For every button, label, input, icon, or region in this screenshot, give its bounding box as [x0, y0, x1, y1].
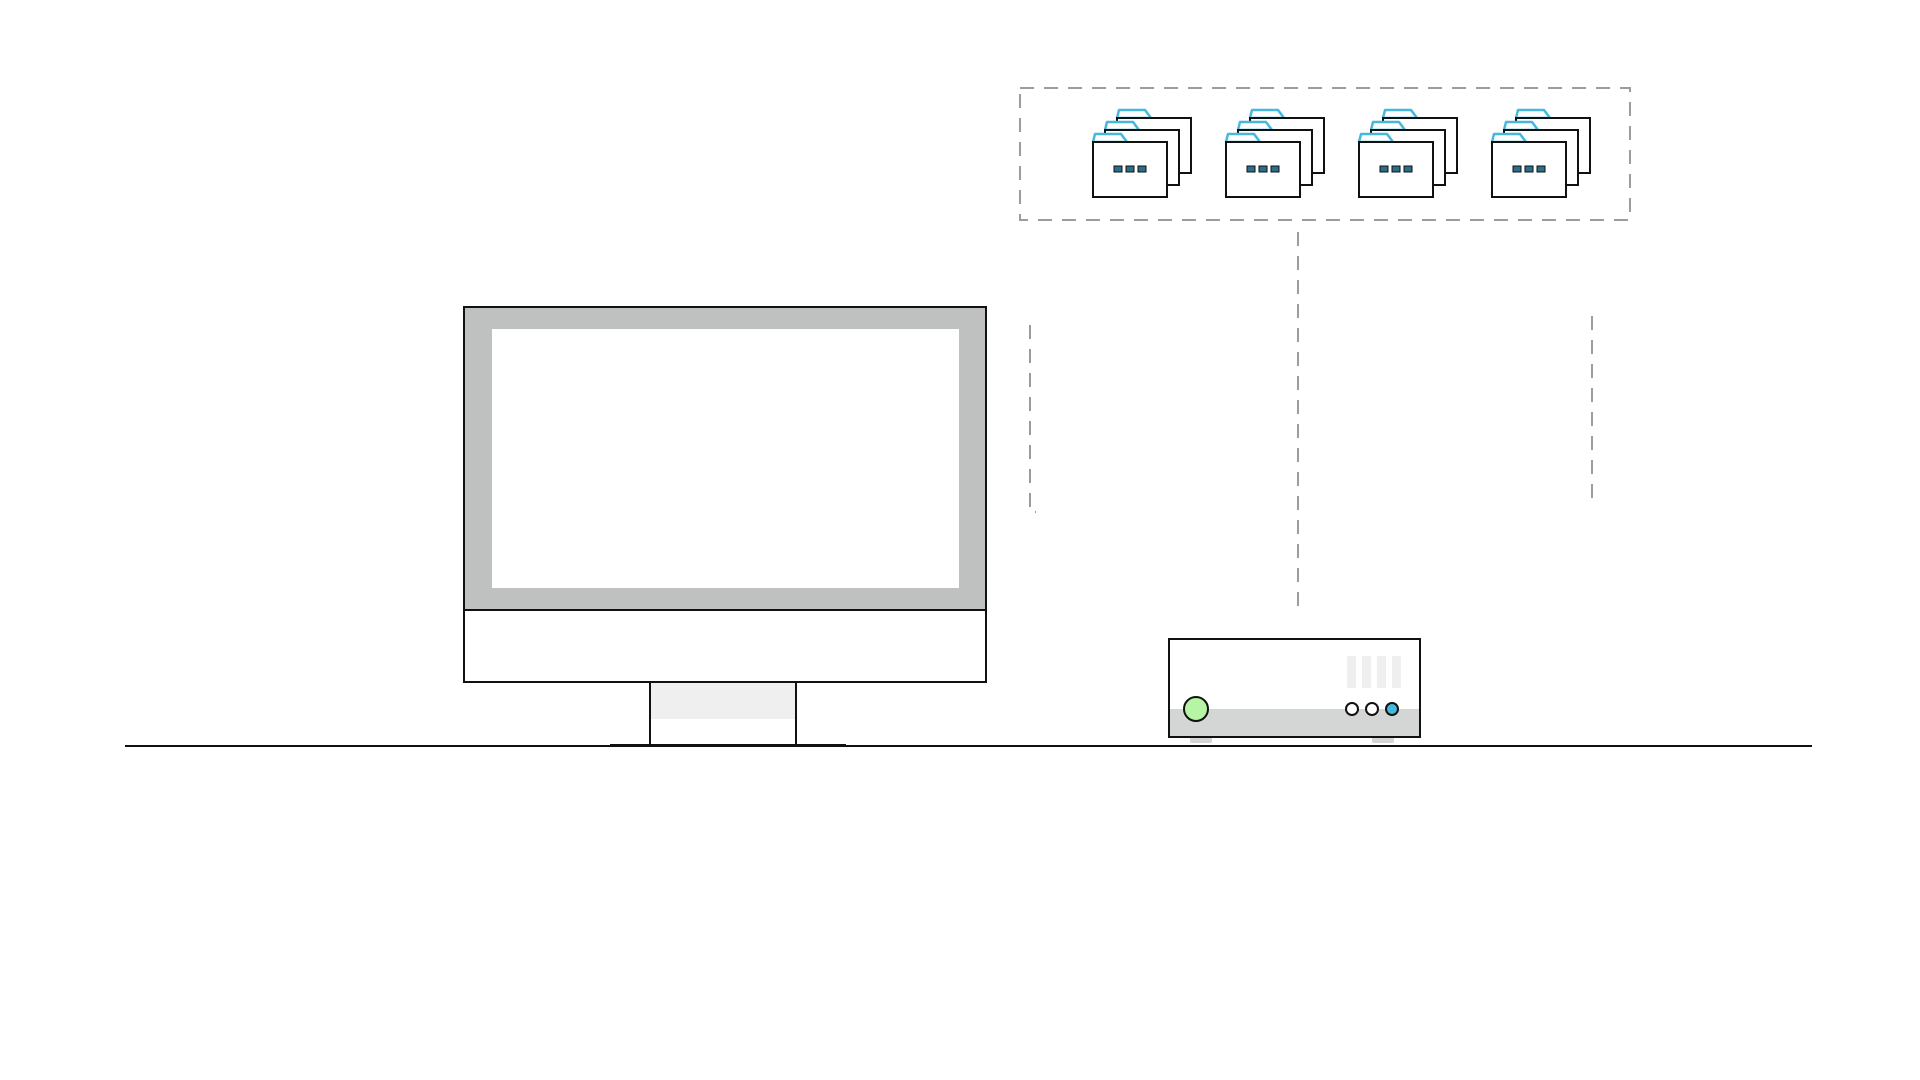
- folder-dot: [1125, 165, 1135, 173]
- server-icon: [1168, 638, 1421, 743]
- folder-dot: [1512, 165, 1522, 173]
- monitor-stand-highlight: [651, 683, 795, 719]
- server-slot: [1392, 656, 1401, 688]
- server-foot-right: [1372, 737, 1394, 743]
- server-ports: [1345, 702, 1399, 716]
- folder-dot: [1403, 165, 1413, 173]
- folder-stack-icon: [1490, 108, 1591, 198]
- server-slot: [1362, 656, 1371, 688]
- folder-icon: [1091, 132, 1168, 198]
- folder-dot: [1137, 165, 1147, 173]
- folder-dot: [1113, 165, 1123, 173]
- monitor-chin: [463, 609, 987, 683]
- folder-group-box: [1019, 87, 1631, 221]
- folder-icon: [1490, 132, 1567, 198]
- connector-line-left: [1029, 325, 1036, 513]
- folder-stacks: [1091, 108, 1591, 198]
- folder-icon: [1224, 132, 1301, 198]
- server-slot: [1377, 656, 1386, 688]
- power-button-icon: [1183, 696, 1209, 722]
- server-slot: [1347, 656, 1356, 688]
- folder-stack-icon: [1224, 108, 1325, 198]
- folder-dot: [1246, 165, 1256, 173]
- folder-icon: [1357, 132, 1434, 198]
- folder-stack-icon: [1091, 108, 1192, 198]
- port-icon-active: [1385, 702, 1399, 716]
- folder-dot: [1258, 165, 1268, 173]
- server-foot-left: [1190, 737, 1212, 743]
- monitor-screen: [492, 329, 959, 588]
- folder-dot: [1391, 165, 1401, 173]
- folder-dot: [1379, 165, 1389, 173]
- folder-stack-icon: [1357, 108, 1458, 198]
- server-base-strip: [1170, 709, 1419, 736]
- port-icon: [1345, 702, 1359, 716]
- folder-dot: [1536, 165, 1546, 173]
- monitor-icon: [463, 306, 987, 746]
- folder-dot: [1270, 165, 1280, 173]
- server-slots: [1347, 656, 1401, 688]
- folder-dot: [1524, 165, 1534, 173]
- port-icon: [1365, 702, 1379, 716]
